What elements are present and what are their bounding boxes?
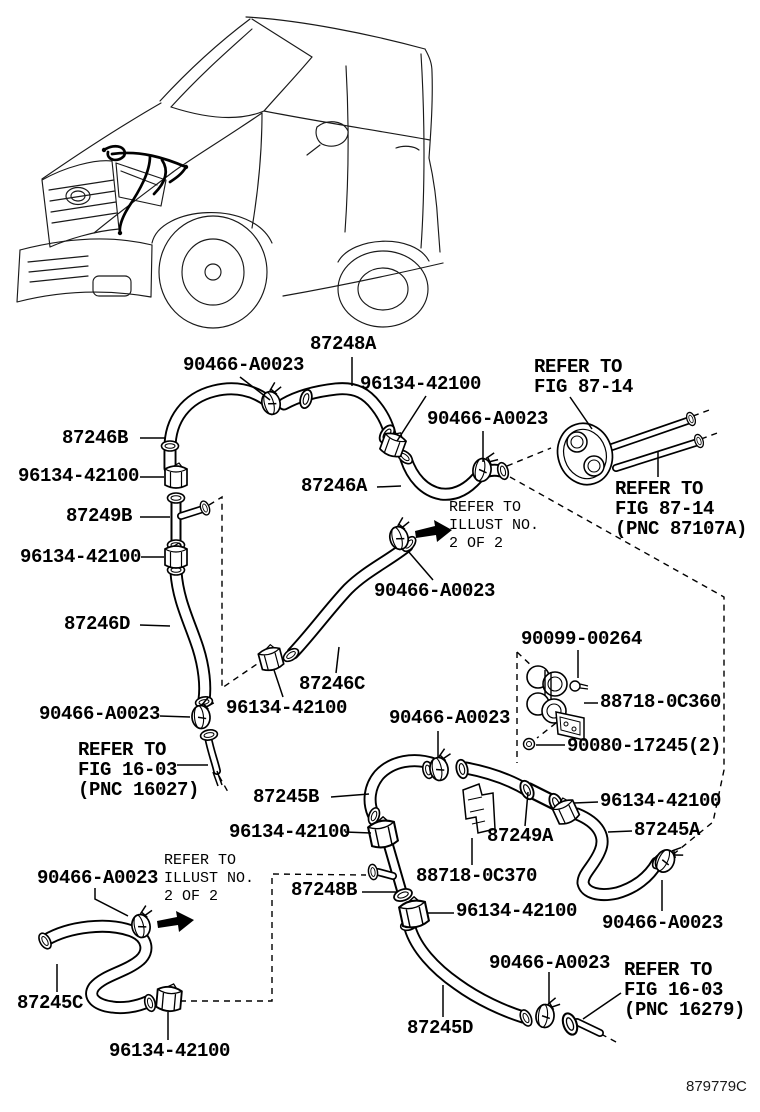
part-label-90099-00264: 90099-00264 [521, 628, 643, 650]
part-label-87246c: 87246C [299, 673, 366, 695]
part-label-87245c: 87245C [17, 992, 84, 1014]
hose-87246c [286, 539, 414, 660]
water-pump-assembly-icon [522, 665, 589, 751]
part-label-87249a: 87249A [487, 825, 554, 847]
refer-arrows [157, 520, 452, 932]
hose-ring-icon [160, 440, 180, 452]
part-label-88718-0c360: 88718-0C360 [600, 691, 722, 713]
leader-lines [56, 357, 663, 1040]
engine-pipe-16027 [204, 733, 223, 787]
part-label-87245a: 87245A [634, 819, 701, 841]
engine-pipe-16279 [573, 1018, 604, 1037]
hose-ring-icon [559, 1010, 581, 1038]
hose-ring-icon [166, 492, 186, 504]
band-clamp-icon [164, 462, 188, 489]
figure-code: 879779C [686, 1078, 747, 1095]
nut-90080-icon [522, 737, 536, 751]
part-label-96134-42100-l1: 96134-42100 [18, 465, 140, 487]
part-label-refer-fig1603-right: REFER TO FIG 16-03 (PNC 16279) [624, 959, 746, 1021]
part-label-96134-42100-l2: 96134-42100 [20, 546, 142, 568]
hose-ring-icon [198, 727, 220, 743]
bolt-90099-icon [569, 680, 589, 692]
part-label-refer-illust-mid: REFER TO ILLUST NO. 2 OF 2 [449, 499, 540, 552]
hose-ring-icon [366, 863, 380, 881]
joint-87248b [374, 841, 408, 898]
joint-87249b [170, 494, 207, 549]
part-label-87246a: 87246A [301, 475, 368, 497]
part-label-90466-a0023-blc: 90466-A0023 [37, 867, 159, 889]
part-label-90466-a0023-left: 90466-A0023 [39, 703, 161, 725]
hose-87245b [363, 754, 441, 821]
part-label-87248b: 87248B [291, 879, 358, 901]
hose-87248a [277, 382, 398, 446]
part-label-87246d: 87246D [64, 613, 131, 635]
hose-87245a [570, 807, 664, 902]
part-label-96134-42100-right: 96134-42100 [600, 790, 722, 812]
part-label-96134-42100-bl: 96134-42100 [229, 821, 351, 843]
refer-arrow-icon [157, 911, 194, 932]
part-label-87245d: 87245D [407, 1017, 474, 1039]
band-clamp-icon [255, 641, 286, 674]
hose-87246d [169, 565, 212, 707]
part-label-87248a: 87248A [310, 333, 377, 355]
engine-harness [101, 144, 189, 236]
heater-core-flange-icon [556, 422, 614, 486]
hose-87245c [39, 919, 154, 1015]
part-label-90466-a0023-mid: 90466-A0023 [374, 580, 496, 602]
vehicle-sketch [16, 16, 444, 329]
hose-ring-icon [495, 460, 511, 482]
part-label-refer-fig8714-right: REFER TO FIG 87-14 (PNC 87107A) [615, 478, 748, 540]
part-label-90466-a0023-right: 90466-A0023 [602, 912, 724, 934]
part-label-96134-42100-mid: 96134-42100 [226, 697, 348, 719]
part-label-90466-a0023-bot: 90466-A0023 [489, 952, 611, 974]
spring-clamp-icon [534, 995, 562, 1030]
dashed-reference-lines [180, 408, 725, 1044]
part-label-refer-illust-bl: REFER TO ILLUST NO. 2 OF 2 [164, 852, 255, 905]
part-label-96134-42100-top: 96134-42100 [360, 373, 482, 395]
part-label-87249b: 87249B [66, 505, 133, 527]
hose-87246b [163, 382, 276, 475]
part-label-96134-42100-bm: 96134-42100 [456, 900, 578, 922]
bracket-88718-0c370-icon [462, 783, 496, 834]
part-label-90466-a0023-pump: 90466-A0023 [389, 707, 511, 729]
part-label-90466-a0023-flange: 90466-A0023 [427, 408, 549, 430]
part-label-refer-fig8714-top: REFER TO FIG 87-14 [534, 356, 634, 398]
band-clamp-icon [164, 542, 188, 569]
band-clamp-icon [154, 981, 184, 1014]
part-label-refer-fig1603-left: REFER TO FIG 16-03 (PNC 16027) [78, 739, 200, 801]
part-label-90466-a0023-top: 90466-A0023 [183, 354, 305, 376]
heater-core-pipes [608, 416, 702, 472]
part-label-87245b: 87245B [253, 786, 320, 808]
part-label-90080-17245: 90080-17245(2) [567, 735, 722, 757]
part-label-96134-42100-bot: 96134-42100 [109, 1040, 231, 1062]
part-label-87246b: 87246B [62, 427, 129, 449]
refer-arrow-icon [415, 520, 452, 542]
hose-87245d [403, 921, 530, 1024]
part-label-88718-0c370: 88718-0C370 [416, 865, 538, 887]
